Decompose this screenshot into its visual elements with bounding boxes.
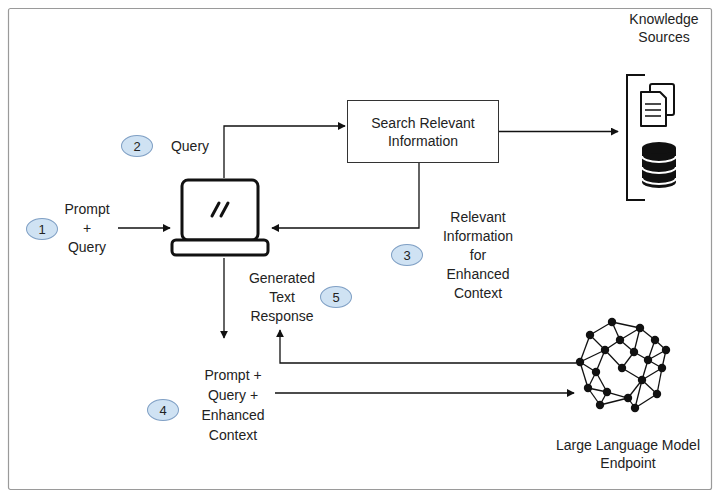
network-neuron: [630, 348, 638, 356]
node-text: Large Language Model Endpoint: [548, 436, 708, 472]
network-neuron: [586, 331, 594, 339]
network-neuron: [631, 404, 639, 412]
connector-arrow: [499, 131, 618, 132]
network-neuron: [624, 394, 632, 402]
flow-label: Relevant Information for Enhanced Contex…: [443, 208, 513, 303]
laptop-logo: [212, 203, 228, 216]
frame: [9, 9, 712, 490]
llm-input-arrow: [275, 392, 574, 393]
flow-label: Prompt + Query: [64, 200, 109, 257]
process-box: Search Relevant Information: [347, 100, 499, 163]
laptop-screen: [182, 180, 258, 240]
document-icon: [641, 92, 666, 126]
callout-number: 1: [26, 218, 58, 240]
query-arrow: [224, 126, 345, 178]
flow-label: Generated Text Response: [249, 269, 315, 326]
context-arrow: [272, 163, 419, 228]
network-neuron: [616, 336, 624, 344]
flow-label: Prompt + Query + Enhanced Context: [201, 365, 264, 445]
callout-number: 5: [320, 286, 352, 308]
callout-number: 2: [121, 135, 153, 157]
callout-number: 3: [391, 244, 423, 266]
network-neuron: [644, 356, 652, 364]
node-text: Search Relevant Information: [358, 114, 488, 150]
network-neuron: [653, 390, 661, 398]
network-neuron: [658, 364, 666, 372]
network-neuron: [596, 401, 604, 409]
llm-endpoint: Large Language Model Endpoint: [548, 312, 708, 472]
network-neuron: [603, 388, 611, 396]
network-link: [600, 398, 628, 405]
prompt-arrow: [223, 258, 224, 338]
network-link: [580, 335, 590, 362]
database-stripes: [642, 156, 676, 184]
callout-number: 4: [147, 399, 179, 421]
network-neuron: [618, 364, 626, 372]
database-top: [642, 142, 676, 154]
flow-label: Query: [171, 137, 209, 156]
knowledge-sources: Knowledge Sources: [618, 10, 710, 203]
document-lines: [645, 104, 661, 116]
network-neuron: [584, 384, 592, 392]
network-neuron: [576, 358, 584, 366]
network-neuron: [636, 324, 644, 332]
network-neuron: [592, 368, 600, 376]
network-link: [635, 380, 642, 408]
node-text: Knowledge Sources: [629, 10, 698, 46]
network-link: [612, 322, 640, 328]
network-neuron: [651, 336, 659, 344]
input-arrow: [118, 227, 170, 228]
laptop-base: [172, 240, 268, 255]
network-neuron: [601, 346, 609, 354]
response-arrow: [280, 330, 576, 363]
network-neuron: [662, 346, 670, 354]
network-neuron: [638, 376, 646, 384]
network-neuron: [608, 318, 616, 326]
neural-network-icon: [576, 318, 670, 412]
